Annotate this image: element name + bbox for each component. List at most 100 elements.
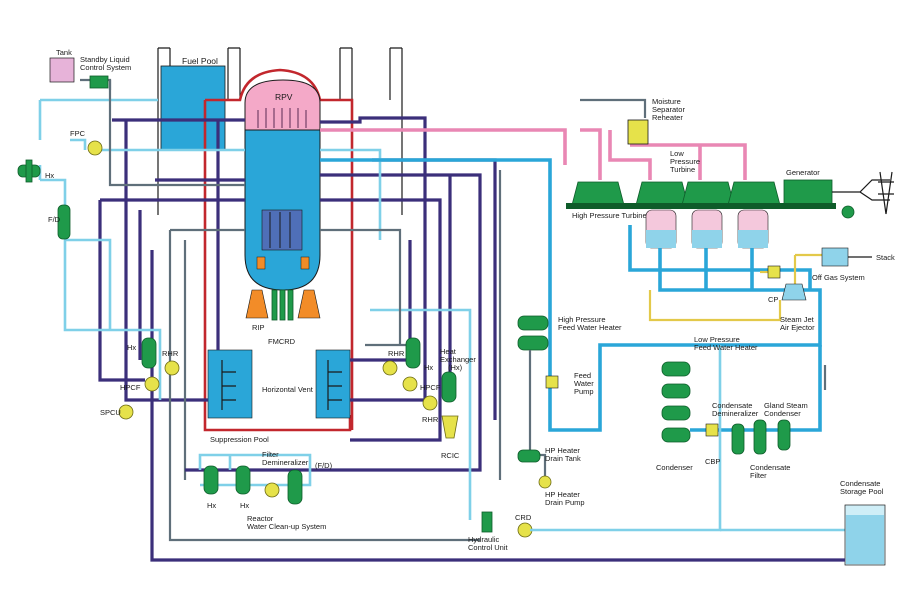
off-gas-system [821, 247, 849, 267]
hx-cu2-label: Hx [240, 501, 249, 510]
generator-label: Generator [786, 168, 820, 177]
spcu-label: SPCU [100, 408, 121, 417]
cleanup-hx-2 [235, 465, 251, 495]
gland-steam-condenser [777, 419, 791, 451]
hx-cu1-label: Hx [207, 501, 216, 510]
fuel-pool [160, 65, 226, 151]
fd-left-label: F/D [48, 215, 61, 224]
fmcrd-drives [271, 289, 294, 321]
hp-feed-water-heater [517, 315, 549, 351]
cleanup-pump [264, 482, 280, 498]
feedwater-line [320, 158, 822, 432]
steam-jet-ejector [781, 283, 807, 301]
rhr-right-label: RHR [388, 349, 405, 358]
reactor-pressure-vessel [244, 79, 321, 291]
rip-label: RIP [252, 323, 265, 332]
hpcf-right-pump [402, 376, 418, 392]
left-lightcyan-piping [38, 98, 245, 400]
condensate-demineralizer [731, 423, 745, 455]
stack-label: Stack [876, 253, 895, 262]
transformer [841, 205, 855, 219]
tank-label: Tank [56, 48, 72, 57]
rhr-right-pump [382, 360, 398, 376]
suppression-pool-right [315, 349, 351, 419]
hydraulic-control-unit [481, 511, 493, 533]
cbp-label: CBP [705, 457, 720, 466]
turbine-train [566, 179, 836, 209]
rhr-right2-pump [422, 395, 438, 411]
horizontal-vent-label: Horizontal Vent [262, 385, 314, 394]
fd-cleanup-label: (F/D) [315, 461, 333, 470]
feed-water-pump [545, 375, 559, 389]
rhr-right2-label: RHR [422, 415, 439, 424]
fpc-pump [87, 140, 103, 156]
suppression-pool-left [207, 349, 253, 419]
cleanup-filter-demineralizer [287, 469, 303, 505]
hx-rhr-left-label: Hx [127, 343, 136, 352]
moisture-separator-reheater [627, 119, 649, 145]
rhr-left-pump [164, 360, 180, 376]
heat-exchanger-right [441, 371, 457, 403]
fpc-filter-demineralizer [57, 204, 71, 240]
fmcrd-label: FMCRD [268, 337, 296, 346]
fpc-heat-exchanger [17, 159, 41, 183]
hx-rhr-right-label: Hx [424, 363, 433, 372]
rhr-right-heat-exchanger [405, 337, 421, 369]
lp-heater-piping [628, 225, 812, 292]
rhr-left-label: RHR [162, 349, 179, 358]
crd-pump [517, 522, 533, 538]
spcu-pump [118, 404, 134, 420]
rcic-label: RCIC [441, 451, 460, 460]
transmission-tower [832, 171, 894, 215]
off-gas-label: Off Gas System [812, 273, 865, 282]
cp-pump [767, 265, 781, 279]
standby-liquid-tank [49, 57, 75, 83]
hp-heater-drain-pump [538, 475, 552, 489]
fpc-label: FPC [70, 129, 86, 138]
condensate-storage-water [846, 515, 884, 564]
steam-bypass [580, 98, 647, 118]
lp-feed-water-heaters [661, 361, 691, 443]
cbp-pump [705, 423, 719, 437]
suppression-pool-label: Suppression Pool [210, 435, 269, 444]
main-steam-lines [320, 128, 747, 180]
hp-heater-drain-tank [517, 449, 541, 463]
rhr-left-heat-exchanger [141, 337, 157, 369]
rpv-label: RPV [275, 92, 293, 102]
right-cyan-piping [320, 148, 472, 520]
main-condensers [645, 209, 769, 249]
hx-left-label: Hx [45, 171, 54, 180]
hpcf-left-pump [144, 376, 160, 392]
high-pressure-turbine-label: High Pressure Turbine [572, 211, 647, 220]
crd-label: CRD [515, 513, 532, 522]
cleanup-hx-1 [203, 465, 219, 495]
slc-pump [89, 75, 109, 89]
fuel-pool-label: Fuel Pool [182, 56, 218, 66]
condensate-filter [753, 419, 767, 455]
horizontal-vents [221, 360, 342, 410]
hpcf-right-label: HPCF [420, 383, 441, 392]
cp-label: CP [768, 295, 778, 304]
reactor-internal-pumps [245, 256, 321, 319]
hpcf-left-label: HPCF [120, 383, 141, 392]
rcic-turbine-pump [441, 415, 459, 439]
condenser-label: Condenser [656, 463, 693, 472]
